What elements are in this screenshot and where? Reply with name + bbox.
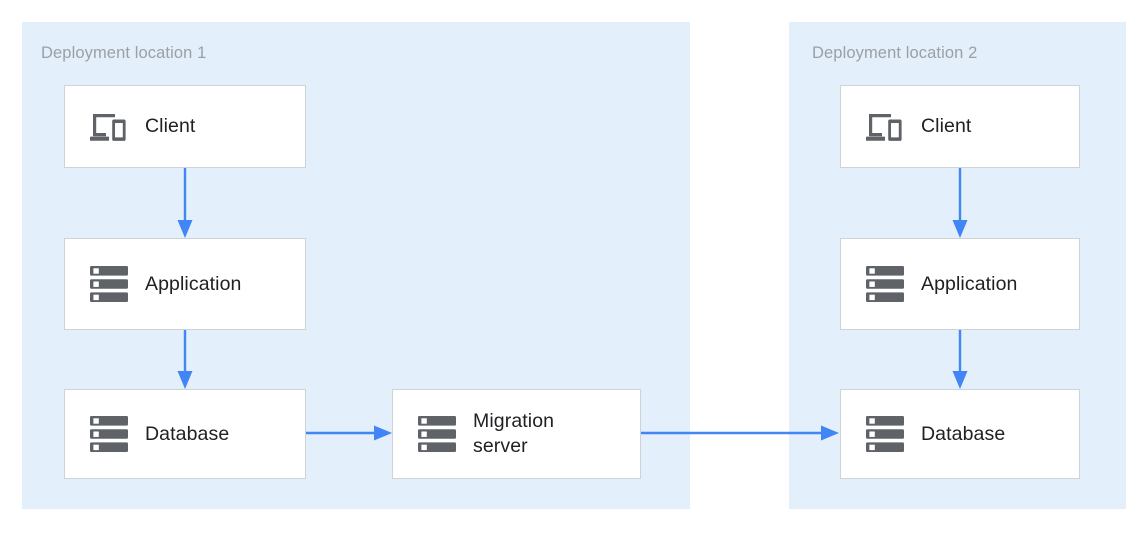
node-migration-server-label: Migration server — [473, 410, 555, 457]
edge-client1-to-app1 — [176, 167, 194, 239]
edge-client2-to-app2 — [951, 167, 969, 239]
node-application-1-label: Application — [145, 272, 242, 295]
edge-db1-to-migration — [305, 424, 393, 442]
node-migration-server[interactable]: Migration server — [392, 389, 641, 479]
devices-icon — [87, 105, 131, 149]
server-icon — [415, 412, 459, 456]
node-application-2-label: Application — [921, 272, 1018, 295]
devices-icon — [863, 105, 907, 149]
node-application-2[interactable]: Application — [840, 238, 1080, 330]
server-icon — [87, 412, 131, 456]
deployment-zone-2-label: Deployment location 2 — [812, 44, 978, 62]
node-client-2[interactable]: Client — [840, 85, 1080, 168]
node-database-2-label: Database — [921, 422, 1006, 445]
server-icon — [863, 262, 907, 306]
node-client-1[interactable]: Client — [64, 85, 306, 168]
node-application-1[interactable]: Application — [64, 238, 306, 330]
deployment-zone-1-label: Deployment location 1 — [41, 44, 207, 62]
edge-app2-to-db2 — [951, 329, 969, 390]
node-database-1[interactable]: Database — [64, 389, 306, 479]
node-database-1-label: Database — [145, 422, 230, 445]
node-client-2-label: Client — [921, 115, 972, 137]
edge-app1-to-db1 — [176, 329, 194, 390]
server-icon — [87, 262, 131, 306]
edge-migration-to-db2 — [640, 424, 840, 442]
server-icon — [863, 412, 907, 456]
node-client-1-label: Client — [145, 115, 196, 137]
node-database-2[interactable]: Database — [840, 389, 1080, 479]
